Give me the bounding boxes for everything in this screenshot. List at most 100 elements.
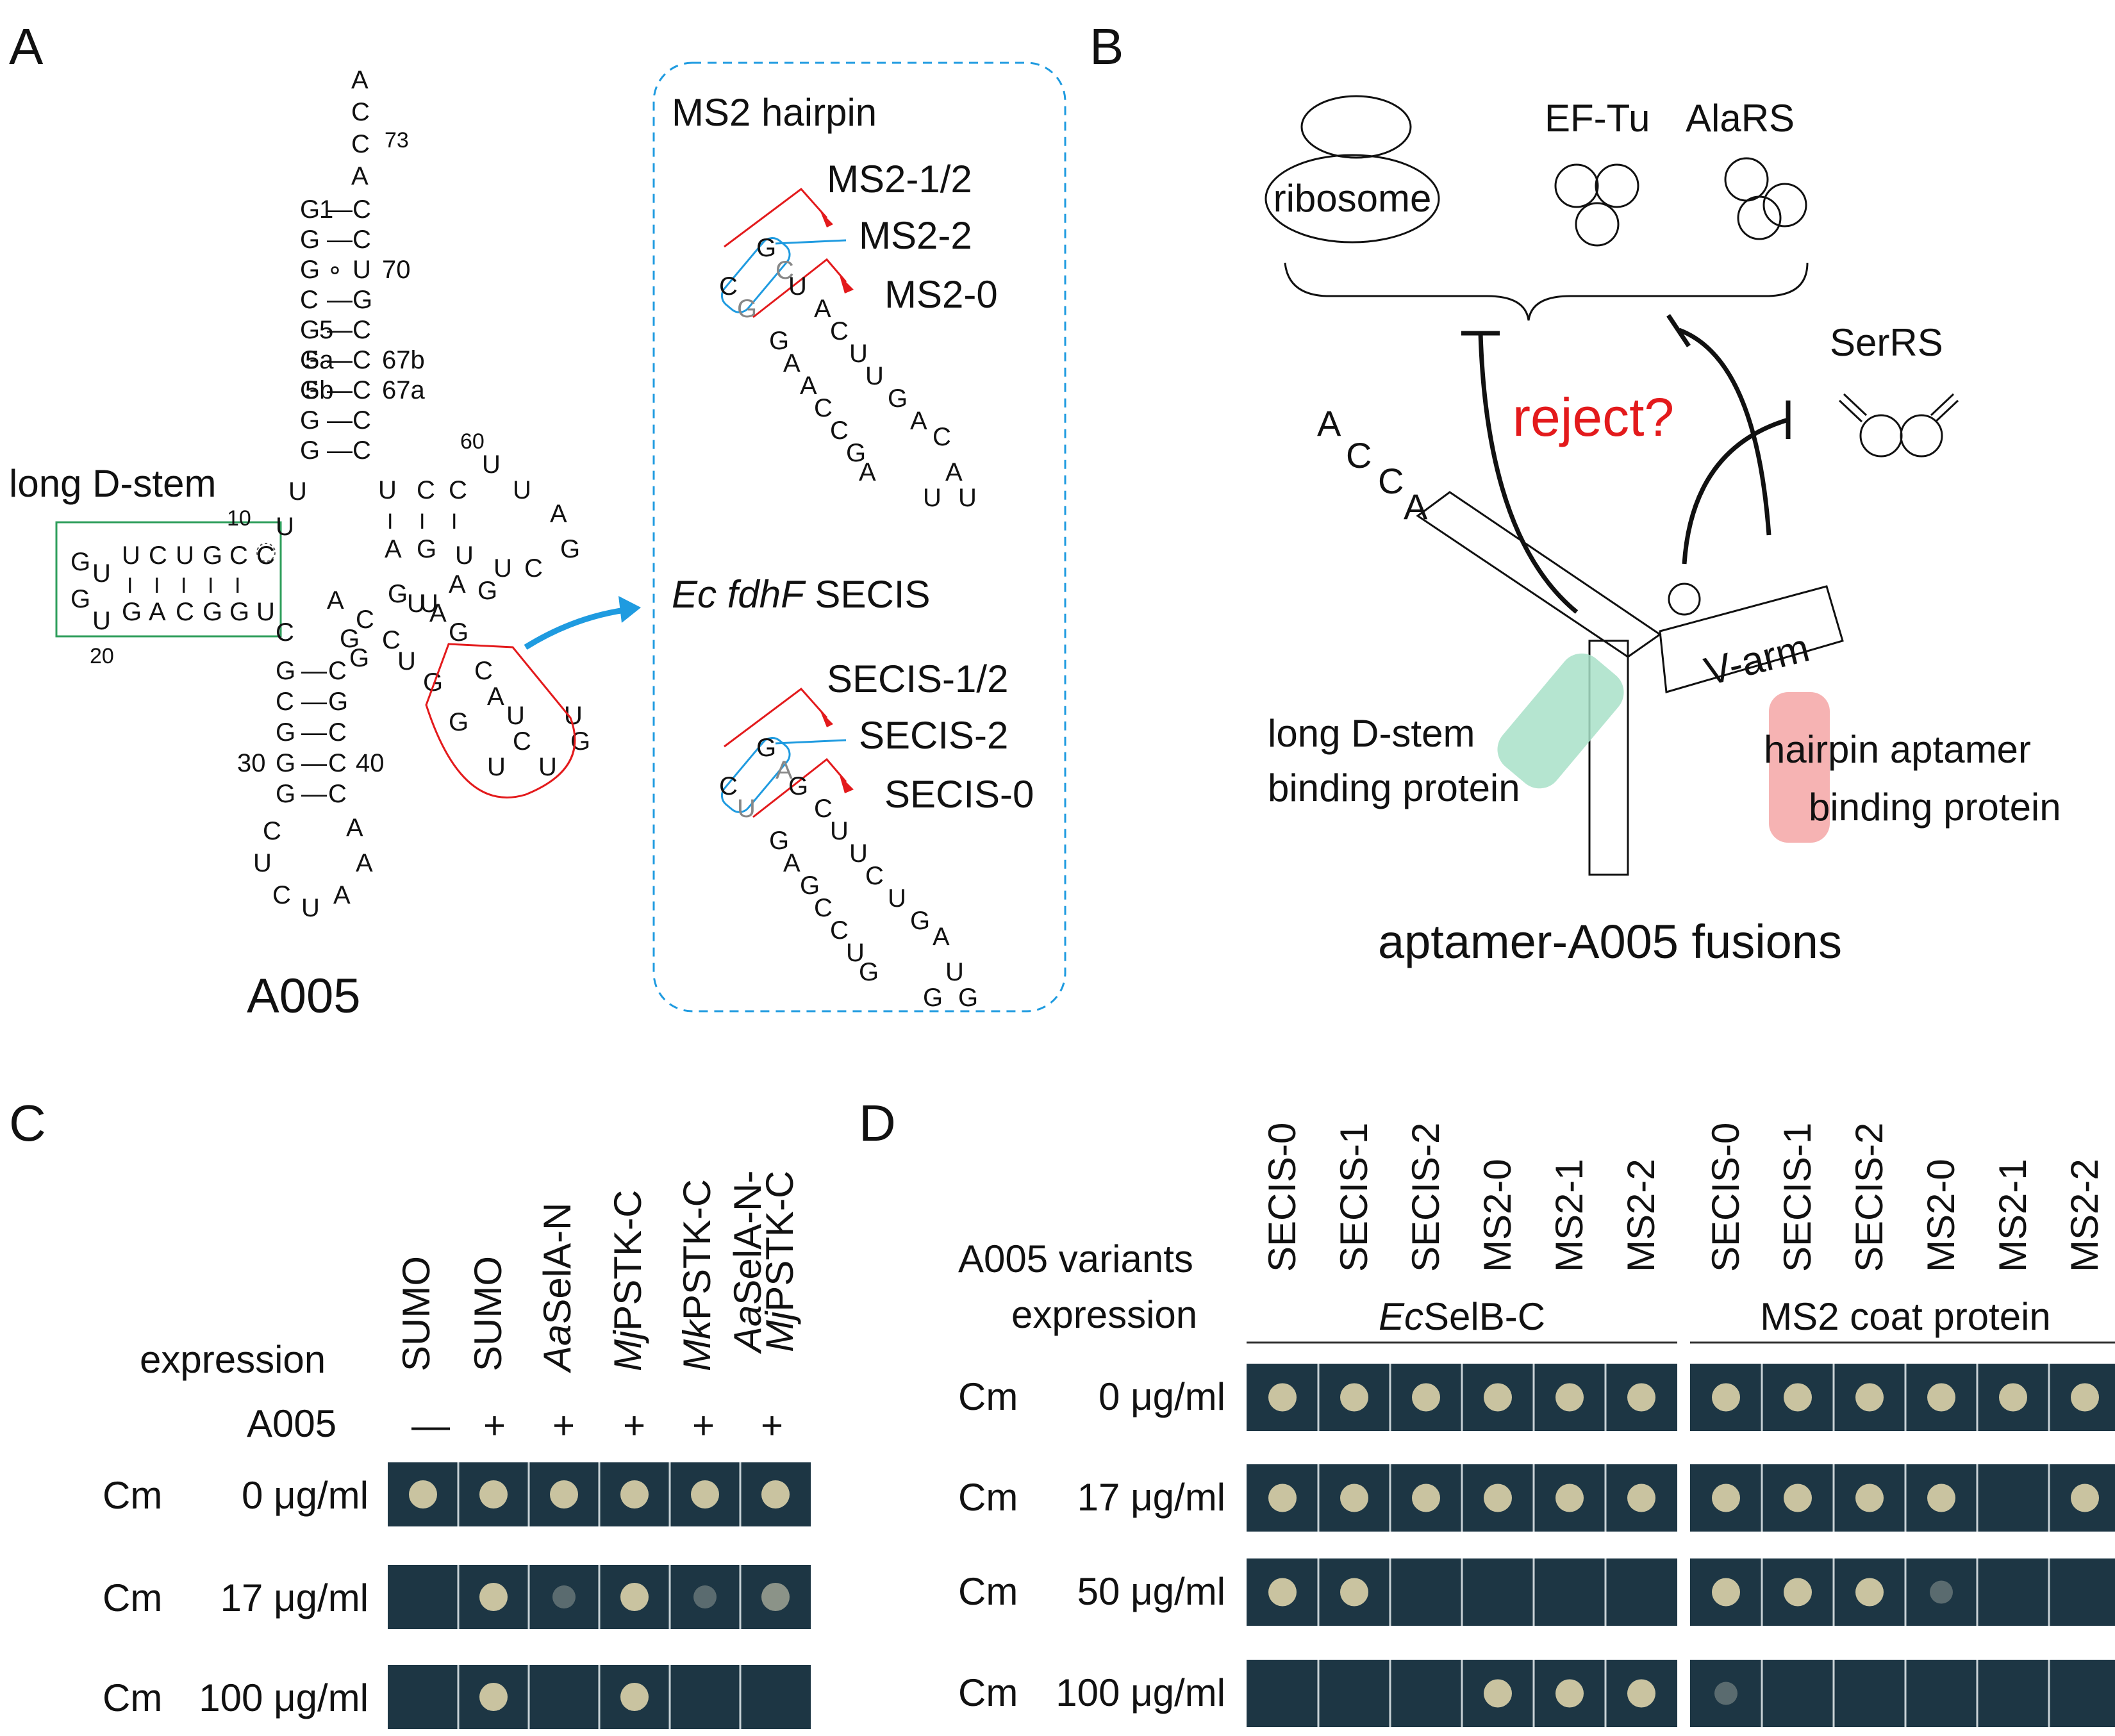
anticodon-loop-nt: C xyxy=(263,817,281,845)
hairpin-nt: U xyxy=(830,817,849,845)
c-column-header: MkPSTK-C xyxy=(676,1179,718,1371)
c-column-header-line1: AaSelA-N- xyxy=(726,1171,769,1354)
alars-icon xyxy=(1724,157,1807,240)
colony-spot xyxy=(1340,1484,1368,1512)
serrs-label: SerRS xyxy=(1830,321,1943,364)
colony-spot xyxy=(1412,1383,1440,1412)
trna-acceptor-arm xyxy=(1416,491,1662,658)
t-arm-pair-bar: I xyxy=(387,509,393,534)
trna-variable-arm-nt: C xyxy=(513,727,531,756)
d-stem-bottom-nt: G xyxy=(229,598,249,626)
nt-number-10: 10 xyxy=(227,506,251,531)
trna-variable-arm-nt: U xyxy=(506,702,525,730)
d-stem-top-nt: C xyxy=(229,541,248,570)
colony-spot xyxy=(479,1683,508,1711)
acceptor-tail-nt: C xyxy=(351,98,370,126)
hairpin-nt: U xyxy=(737,795,756,823)
ribosome-large-subunit xyxy=(1265,154,1440,244)
reject-bar-eftu xyxy=(1666,314,1691,347)
colony-spot xyxy=(1484,1383,1512,1412)
acceptor-stem-bond: — xyxy=(327,346,352,374)
d-stem-pair-bar: I xyxy=(235,574,240,598)
d-variant-label: MS2-2 xyxy=(2063,1159,2106,1272)
plate-strip xyxy=(1690,1558,2115,1626)
acceptor-stem-number-right: 67b xyxy=(382,346,425,374)
nt-number-60: 60 xyxy=(460,429,485,454)
t-arm-pair-bar: I xyxy=(451,509,457,534)
acceptor-stem-nt-left: G xyxy=(300,195,320,224)
c-header-italic: Aa xyxy=(726,1305,769,1354)
hairpin-nt: G xyxy=(788,772,808,800)
hairpin-nt: U xyxy=(923,484,941,512)
d-stem-binding-protein-box xyxy=(1497,653,1624,789)
acceptor-stem-nt-right: C xyxy=(352,406,371,434)
c-header-text: SUMO xyxy=(395,1256,438,1371)
anticodon-loop-nt: A xyxy=(356,849,373,877)
hairpin-binder-line1: hairpin aptamer xyxy=(1764,728,2031,771)
anticodon-stem-bond: — xyxy=(301,657,327,685)
d-stem-bottom-nt: C xyxy=(176,598,194,626)
trna-t-arm-nt: U xyxy=(420,590,438,618)
hairpin-label-half: SECIS-1/2 xyxy=(827,657,1008,700)
d-row-cm: Cm xyxy=(958,1476,1018,1519)
d-variants-label: A005 variants xyxy=(958,1237,1193,1280)
trna-t-arm-nt: U xyxy=(482,451,501,479)
colony-spot xyxy=(1712,1484,1740,1512)
colony-spot xyxy=(1484,1484,1512,1512)
acceptor-tail-nt: A xyxy=(351,66,369,94)
d-stem-top-nt: C xyxy=(149,541,167,570)
d-stem-loop-nt: U xyxy=(92,607,111,635)
trna-variable-arm-nt: G xyxy=(477,577,497,605)
c-row-cm: Cm xyxy=(103,1576,162,1619)
long-d-stem-label: long D-stem xyxy=(9,462,216,505)
trna-t-arm-nt: C xyxy=(449,476,467,504)
colony-spot xyxy=(1927,1383,1955,1412)
brace xyxy=(1284,262,1809,321)
colony-spot xyxy=(2071,1484,2099,1512)
trna-variable-arm-nt: C xyxy=(356,606,374,634)
acceptor-stem-nt-right: C xyxy=(352,346,371,374)
colony-spot xyxy=(1930,1580,1953,1604)
colony-spot xyxy=(1268,1383,1297,1412)
trna-variable-arm-nt: G xyxy=(349,644,369,672)
hairpin-bracket-inner xyxy=(752,258,847,318)
hairpin-nt: G xyxy=(923,984,943,1012)
colony-spot xyxy=(1412,1484,1440,1512)
d-variant-label: SECIS-0 xyxy=(1704,1123,1747,1272)
hairpin-nt: G xyxy=(910,907,930,935)
acceptor-stem-nt-left: G xyxy=(300,406,320,434)
c-header-italic: Mk xyxy=(676,1318,718,1371)
colony-spot xyxy=(691,1480,719,1509)
d-stem-pair-bar: I xyxy=(181,574,187,598)
hairpin-nt: C xyxy=(865,862,884,890)
d-stem-box xyxy=(55,521,282,638)
colony-spot xyxy=(1855,1383,1884,1412)
nt-number-20: 20 xyxy=(90,644,114,668)
d-stem-nt: U xyxy=(288,477,307,506)
d-stem-bottom-nt: A xyxy=(149,598,166,626)
c-a005-sign: — xyxy=(411,1404,450,1447)
colony-spot xyxy=(620,1480,649,1509)
hairpin-nt: U xyxy=(788,272,807,301)
d-variant-label: MS2-1 xyxy=(1548,1159,1591,1272)
hairpin-highlight-pointer xyxy=(775,239,847,245)
a005-label: A005 xyxy=(247,969,361,1023)
anticodon-stem-nt-left: G xyxy=(276,657,295,685)
hairpin-label-2: SECIS-2 xyxy=(859,714,1008,757)
colony-spot xyxy=(1714,1682,1738,1705)
trna-variable-arm-nt: U xyxy=(407,590,426,618)
hairpin-nt: U xyxy=(945,958,964,986)
acceptor-stem-number: 5 xyxy=(319,316,333,344)
hairpin-bracket-arrow-outer xyxy=(820,211,833,227)
colony-spot xyxy=(1999,1383,2027,1412)
colony-spot xyxy=(1855,1578,1884,1607)
anticodon-stem-number: 30 xyxy=(237,749,266,777)
d-variant-label: SECIS-0 xyxy=(1261,1123,1304,1272)
d-stem-bottom-nt: G xyxy=(122,598,142,626)
reject-arc-ribosome xyxy=(1478,333,1579,614)
hairpin-bracket-outer xyxy=(724,187,828,248)
hairpin-label-0: SECIS-0 xyxy=(884,773,1034,816)
hairpin-nt: A xyxy=(776,756,793,784)
